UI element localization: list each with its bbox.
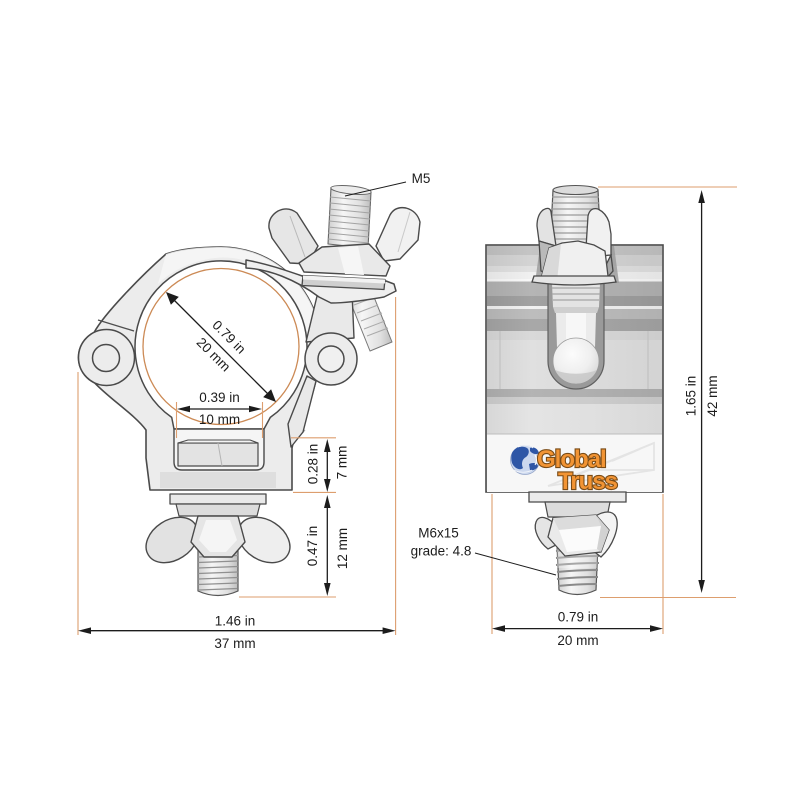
svg-text:20 mm: 20 mm xyxy=(557,633,598,648)
svg-text:0.39 in: 0.39 in xyxy=(199,390,240,405)
svg-text:37 mm: 37 mm xyxy=(214,636,255,651)
svg-text:M5: M5 xyxy=(412,171,431,186)
svg-text:42 mm: 42 mm xyxy=(705,375,720,416)
svg-text:10 mm: 10 mm xyxy=(199,412,240,427)
svg-text:0.28 in: 0.28 in xyxy=(306,444,321,485)
svg-text:12 mm: 12 mm xyxy=(335,528,350,569)
svg-text:7 mm: 7 mm xyxy=(335,446,350,480)
svg-text:Global: Global xyxy=(537,446,606,473)
svg-text:Truss: Truss xyxy=(558,468,618,495)
svg-text:1.65 in: 1.65 in xyxy=(683,376,698,417)
svg-text:Truss: Truss xyxy=(558,468,618,495)
svg-text:1.46 in: 1.46 in xyxy=(215,614,256,629)
svg-text:0.79 in: 0.79 in xyxy=(558,610,599,625)
svg-text:Global: Global xyxy=(537,446,606,473)
svg-text:grade: 4.8: grade: 4.8 xyxy=(411,544,472,559)
svg-text:0.47 in: 0.47 in xyxy=(305,526,320,567)
svg-text:M6x15: M6x15 xyxy=(418,526,459,541)
